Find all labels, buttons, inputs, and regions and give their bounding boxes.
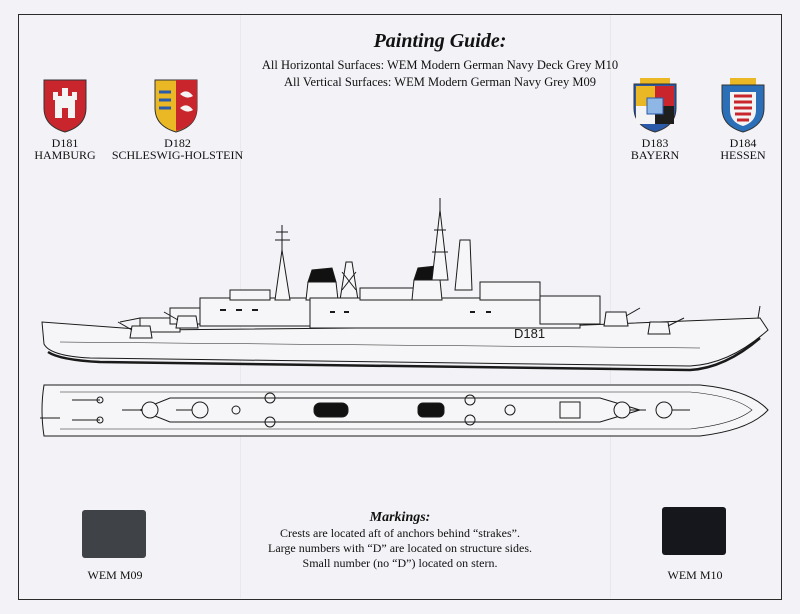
hull-number: D181	[514, 326, 545, 341]
swatch-wem-m09	[82, 510, 146, 558]
swatch-wem-m10	[662, 507, 726, 555]
markings-line-large-numbers: Large numbers with “D” are located on st…	[267, 541, 533, 555]
crest-code: D184	[729, 136, 757, 150]
crest-code: D181	[51, 136, 79, 150]
bayern-crest-icon	[633, 78, 677, 133]
markings-line-small-number: Small number (no “D”) located on stern.	[302, 556, 498, 570]
horizontal-surfaces-note: All Horizontal Surfaces: WEM Modern Germ…	[261, 58, 619, 72]
crest-label-d181: D181 HAMBURG	[25, 137, 105, 161]
hamburg-crest-icon	[43, 79, 87, 133]
crest-name: HESSEN	[720, 148, 766, 162]
page-border	[18, 14, 782, 600]
ship-side-profile	[41, 198, 769, 372]
markings-line-crests: Crests are located aft of anchors behind…	[280, 526, 520, 540]
crest-label-d184: D184 HESSEN	[703, 137, 783, 161]
page-title: Painting Guide:	[373, 30, 507, 52]
crest-name: SCHLESWIG-HOLSTEIN	[111, 148, 244, 162]
hessen-crest-icon	[721, 78, 765, 133]
crest-name: BAYERN	[630, 148, 680, 162]
schleswig-holstein-crest-icon	[154, 79, 198, 133]
crest-code: D183	[641, 136, 669, 150]
swatch-label-m09: WEM M09	[87, 568, 143, 582]
crest-name: HAMBURG	[34, 148, 96, 162]
vertical-surfaces-note: All Vertical Surfaces: WEM Modern German…	[284, 75, 596, 89]
markings-title: Markings:	[369, 510, 431, 525]
swatch-label-m10: WEM M10	[667, 568, 723, 582]
crest-label-d182: D182 SCHLESWIG-HOLSTEIN	[110, 137, 245, 161]
crest-code: D182	[164, 136, 191, 150]
ship-top-view	[40, 384, 769, 437]
fold-line	[610, 14, 611, 598]
crest-label-d183: D183 BAYERN	[615, 137, 695, 161]
